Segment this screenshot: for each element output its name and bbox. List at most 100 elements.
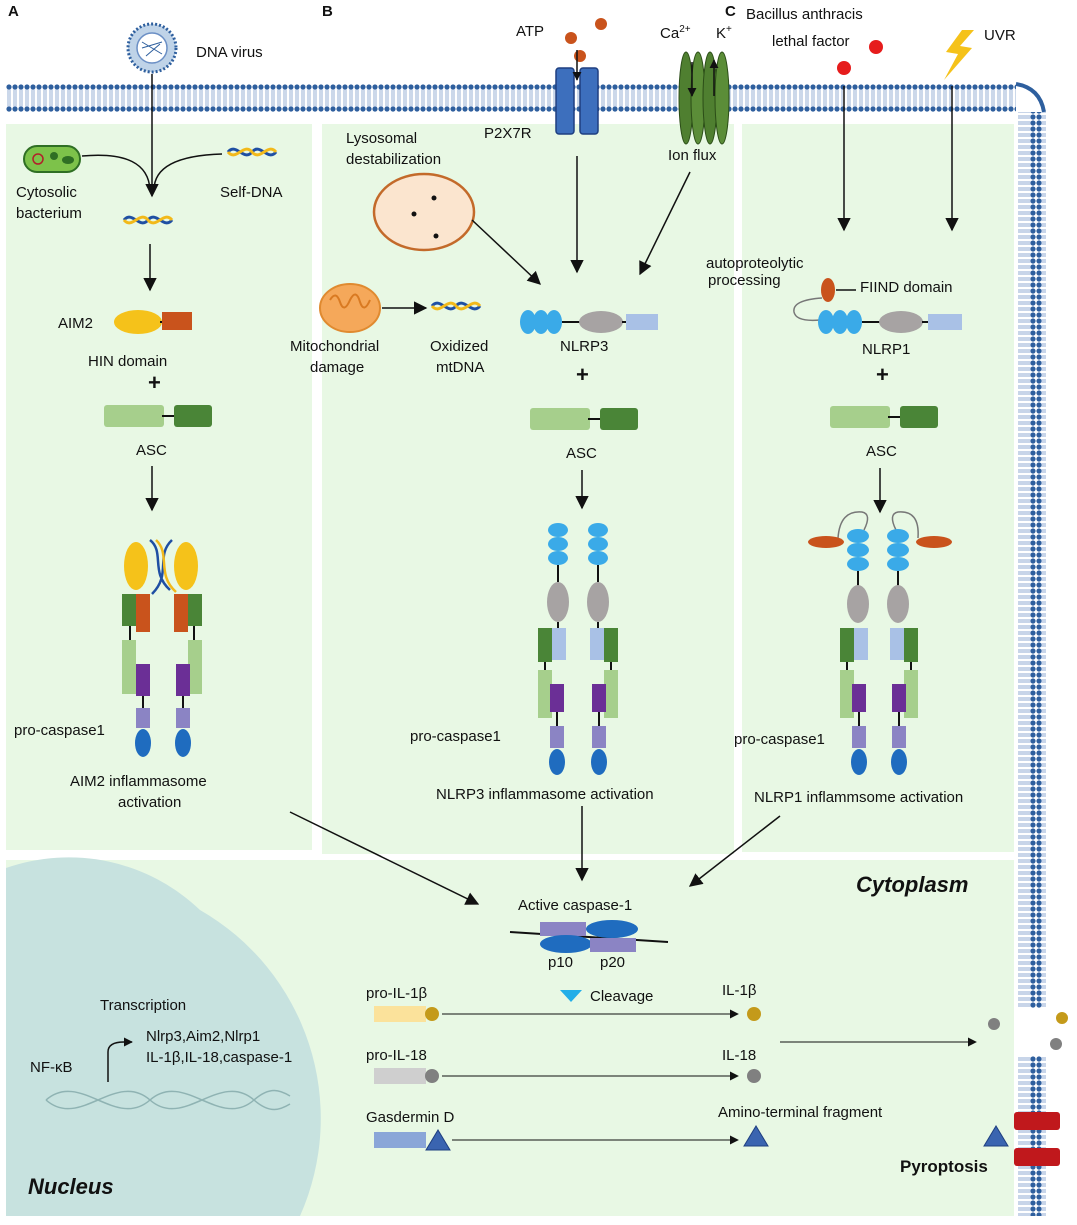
pro-il18-label: pro-IL-18 <box>366 1047 427 1064</box>
autoproteo-label-2: processing <box>708 272 781 289</box>
atp-molecule-3 <box>574 50 586 62</box>
ca-label: Ca2+ <box>660 24 691 42</box>
arrow-self-dna <box>153 153 223 191</box>
active-caspase-1 <box>509 920 669 953</box>
ion-channel <box>678 51 730 145</box>
mito-label-2: damage <box>310 359 364 376</box>
dna-helix-nucleus <box>45 1089 291 1111</box>
asc-a-label: ASC <box>136 442 167 459</box>
lysosome-icon <box>372 172 476 252</box>
nlrp1-protein <box>793 278 962 334</box>
pro-il1b-shape <box>374 1006 426 1022</box>
fiind-label: FIIND domain <box>860 279 953 296</box>
nucleus <box>6 857 321 1216</box>
cytoplasm-label: Cytoplasm <box>856 872 968 897</box>
aim2-inflammasome <box>122 539 202 757</box>
pro-caspase1-c-label: pro-caspase1 <box>734 731 825 748</box>
genes-label-2: IL-1β,IL-18,caspase-1 <box>146 1049 292 1066</box>
cytosolic-label-1: Cytosolic <box>16 184 77 201</box>
nlrp3-protein <box>520 310 658 334</box>
asc-c-label: ASC <box>866 443 897 460</box>
cytosolic-bacterium-icon <box>23 145 81 173</box>
arrow-nlrp1-to-caspase <box>688 815 781 887</box>
il1b-label: IL-1β <box>722 982 757 999</box>
il1b-molecule <box>747 1007 761 1021</box>
pro-caspase1-b-label: pro-caspase1 <box>410 728 501 745</box>
lethal-factor-dot-2 <box>837 61 851 75</box>
mitochondrion-icon <box>319 283 381 333</box>
gsdmd-pore-2 <box>1014 1148 1060 1166</box>
panel-letter-b: B <box>322 3 333 20</box>
amino-fragment-icon <box>743 1125 769 1147</box>
arrow-ionflux-to-nlrp3 <box>639 171 691 276</box>
gsdmd-pore-1 <box>1014 1112 1060 1130</box>
released-il18-1 <box>988 1018 1000 1030</box>
cell-membrane-top <box>6 84 1016 112</box>
lysosomal-label-2: destabilization <box>346 151 441 168</box>
genes-label-1: Nlrp3,Aim2,Nlrp1 <box>146 1028 260 1045</box>
lysosomal-label-1: Lysosomal <box>346 130 417 147</box>
aim2-activation-label-1: AIM2 inflammasome <box>70 773 207 790</box>
amino-fragment-label: Amino-terminal fragment <box>718 1104 883 1121</box>
pro-il18-shape <box>374 1068 426 1084</box>
transcription-arrow <box>107 1037 133 1082</box>
uvr-lightning-icon <box>944 30 974 80</box>
asc-a <box>103 404 213 428</box>
released-il1b-2 <box>1056 1012 1068 1024</box>
membrane-corner <box>1015 82 1046 113</box>
panel-a-background <box>6 124 312 850</box>
atp-label: ATP <box>516 23 544 40</box>
pro-caspase1-a-label: pro-caspase1 <box>14 722 105 739</box>
panel-c-background <box>742 124 1014 852</box>
membrane-rupture <box>1016 1008 1048 1056</box>
asc-b <box>529 407 639 431</box>
plus-a: + <box>148 370 161 395</box>
active-caspase-label: Active caspase-1 <box>518 897 632 914</box>
panel-letter-c: C <box>725 3 736 20</box>
nlrp1-inflammasome <box>808 511 952 775</box>
dna-virus-icon <box>126 22 178 74</box>
arrow-bacterium <box>81 154 151 191</box>
nlrp1-label: NLRP1 <box>862 341 910 358</box>
lethal-factor-dot-1 <box>869 40 883 54</box>
plus-c: + <box>876 362 889 387</box>
atp-molecule-2 <box>595 18 607 30</box>
panel-b-background <box>322 124 734 854</box>
pro-il1b-domain <box>425 1007 439 1021</box>
cleavage-label: Cleavage <box>590 988 653 1005</box>
self-dna-label: Self-DNA <box>220 184 283 201</box>
gasdermin-label: Gasdermin D <box>366 1109 455 1126</box>
uvr-label: UVR <box>984 27 1016 44</box>
hin-domain-label: HIN domain <box>88 353 167 370</box>
p20-label: p20 <box>600 954 625 971</box>
oxidized-label-2: mtDNA <box>436 359 484 376</box>
mito-label-1: Mitochondrial <box>290 338 379 355</box>
oxidized-label-1: Oxidized <box>430 338 488 355</box>
aim2-activation-label-2: activation <box>118 794 181 811</box>
il18-molecule <box>747 1069 761 1083</box>
nlrp1-activation-label: NLRP1 inflammsome activation <box>754 789 963 806</box>
pro-il1b-label: pro-IL-1β <box>366 985 428 1002</box>
p10-label: p10 <box>548 954 573 971</box>
aim2-label: AIM2 <box>58 315 93 332</box>
gasdermin-shape <box>374 1132 426 1148</box>
cytosolic-label-2: bacterium <box>16 205 82 222</box>
autoproteo-label-1: autoproteolytic <box>706 255 804 272</box>
pore-fragment-icon <box>983 1125 1009 1147</box>
il18-label: IL-18 <box>722 1047 756 1064</box>
pro-il18-domain <box>425 1069 439 1083</box>
nlrp3-label: NLRP3 <box>560 338 608 355</box>
nfkb-label: NF-κB <box>30 1059 73 1076</box>
p2x7r-receptor <box>555 67 599 135</box>
dna-virus-label: DNA virus <box>196 44 263 61</box>
gasdermin-n-domain <box>425 1129 451 1151</box>
p2x7r-label: P2X7R <box>484 125 532 142</box>
ion-flux-label: Ion flux <box>668 147 717 164</box>
bacillus-label-1: Bacillus anthracis <box>746 6 863 23</box>
pyroptosis-label: Pyroptosis <box>900 1157 988 1176</box>
aim2-protein <box>114 310 192 334</box>
released-il18-2 <box>1050 1038 1062 1050</box>
plus-b: + <box>576 362 589 387</box>
